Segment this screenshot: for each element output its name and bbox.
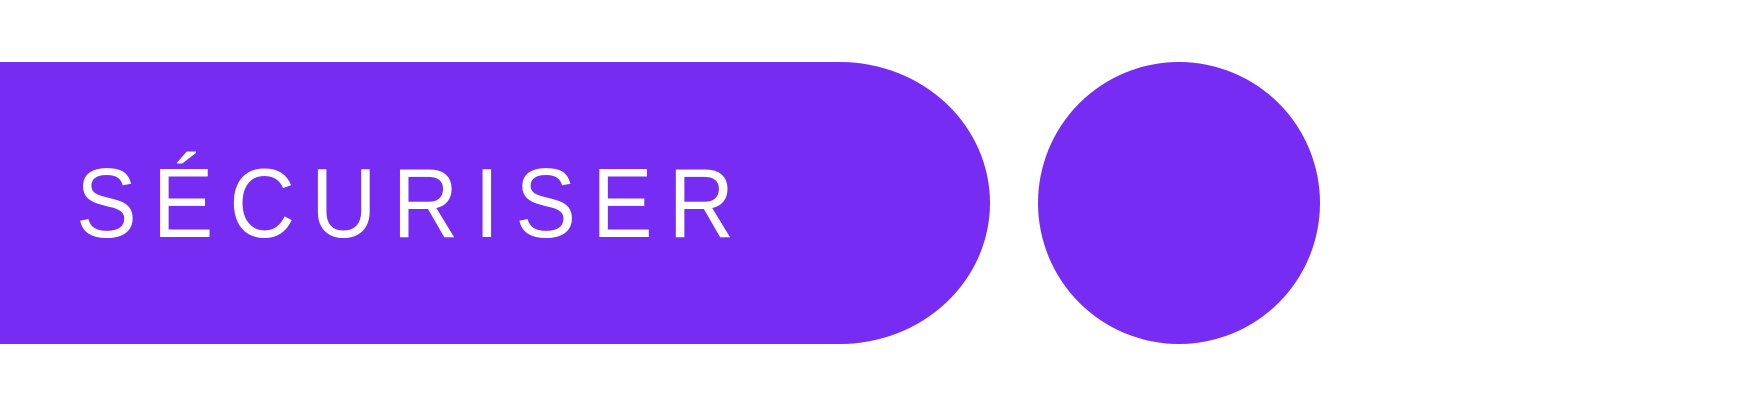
securiser-banner: SÉCURISER	[0, 62, 990, 344]
banner-label: SÉCURISER	[76, 148, 751, 258]
circle-shape	[1038, 62, 1320, 344]
